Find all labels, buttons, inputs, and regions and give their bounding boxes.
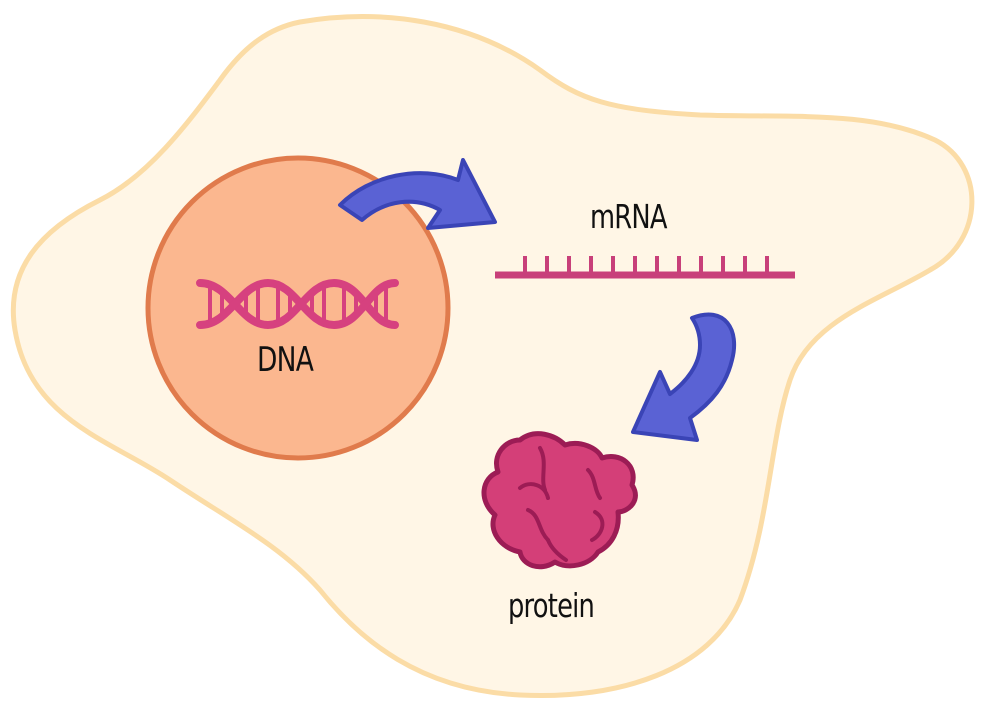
protein-label: protein [508, 586, 595, 625]
mrna-label: mRNA [590, 197, 667, 236]
protein-icon [481, 431, 638, 570]
dna-helix-icon [196, 278, 399, 330]
translation-arrow-icon [631, 312, 737, 442]
dna-label: DNA [257, 340, 314, 380]
transcription-arrow-icon [338, 158, 497, 230]
mrna-strand-icon [495, 256, 795, 279]
